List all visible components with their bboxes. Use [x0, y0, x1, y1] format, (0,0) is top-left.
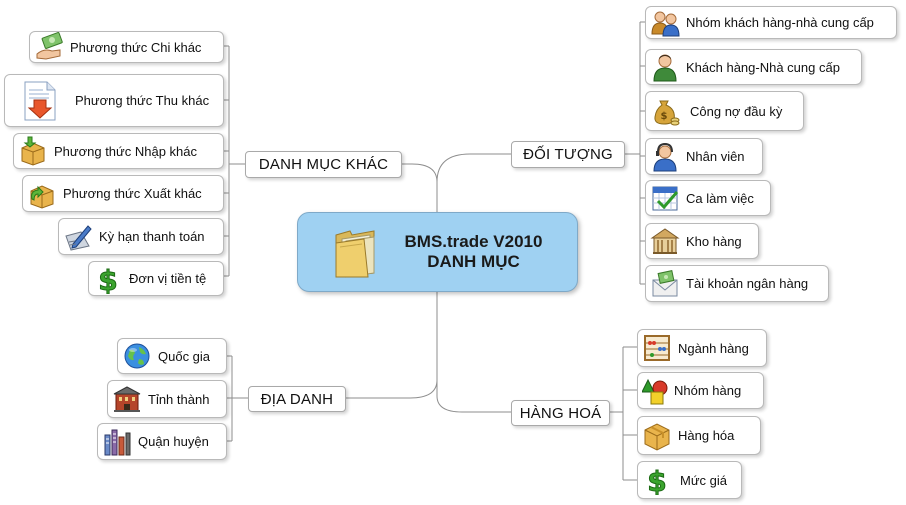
abacus-icon — [642, 333, 672, 363]
item-label: Phương thức Nhập khác — [54, 143, 198, 159]
item-muc-gia[interactable]: $ Mức giá — [637, 461, 742, 499]
item-ca-lam-viec[interactable]: Ca làm việc — [645, 180, 771, 216]
item-label: Phương thức Thu khác — [75, 93, 210, 108]
item-label: Phương thức Chi khác — [70, 39, 202, 55]
warehouse-icon — [650, 226, 680, 256]
item-tai-khoan-ngan-hang[interactable]: Tài khoản ngân hàng — [645, 265, 829, 302]
shapes-icon — [642, 376, 672, 406]
item-label: Tỉnh thành — [148, 391, 210, 407]
document-download-icon — [19, 80, 61, 122]
item-hang-hoa[interactable]: Hàng hóa — [637, 416, 761, 455]
item-label: Tài khoản ngân hàng — [686, 276, 809, 291]
user-group-icon — [650, 8, 680, 38]
item-label: Kho hàng — [686, 233, 742, 249]
item-don-vi-tien-te[interactable]: $ Đơn vị tiền tệ — [88, 261, 224, 296]
item-label: Kỳ hạn thanh toán — [99, 229, 205, 244]
item-label: Nhóm khách hàng-nhà cung cấp — [686, 15, 874, 30]
item-ky-han-thanh-toan[interactable]: Kỳ hạn thanh toán — [58, 218, 224, 255]
item-quoc-gia[interactable]: Quốc gia — [117, 338, 227, 374]
item-label: Phương thức Xuất khác — [63, 186, 202, 201]
folder-icon — [335, 230, 375, 278]
central-subtitle: DANH MỤC — [427, 252, 520, 271]
central-topic[interactable]: BMS.trade V2010 DANH MỤC — [297, 212, 578, 292]
item-label: Ca làm việc — [686, 190, 754, 206]
item-label: Công nợ đầu kỳ — [690, 103, 783, 119]
item-label: Đơn vị tiền tệ — [129, 271, 207, 286]
globe-icon — [122, 341, 152, 371]
branch-dia-danh[interactable]: ĐỊA DANH — [248, 386, 346, 412]
item-nhan-vien[interactable]: Nhân viên — [645, 138, 763, 175]
calendar-check-icon — [650, 183, 680, 213]
item-nhom-hang[interactable]: Nhóm hàng — [637, 372, 764, 409]
item-khach-hang-nha-cung-cap[interactable]: Khách hàng-Nhà cung cấp — [645, 49, 862, 85]
svg-text:$: $ — [661, 111, 668, 122]
dollar-icon: $ — [642, 465, 672, 495]
branch-hang-hoa[interactable]: HÀNG HOÁ — [511, 400, 610, 426]
bank-envelope-icon — [650, 269, 680, 299]
item-label: Khách hàng-Nhà cung cấp — [686, 59, 840, 75]
item-label: Quận huyện — [138, 434, 209, 449]
employee-headset-icon — [650, 142, 680, 172]
dollar-icon: $ — [93, 264, 123, 294]
item-phuong-thuc-xuat-khac[interactable]: Phương thức Xuất khác — [22, 175, 224, 212]
box-out-icon — [27, 179, 57, 209]
branch-doi-tuong[interactable]: ĐỐI TƯỢNG — [511, 141, 625, 168]
svg-text:$: $ — [647, 465, 666, 495]
item-quan-huyen[interactable]: Quận huyện — [97, 423, 227, 460]
item-phuong-thuc-thu-khac[interactable]: Phương thức Thu khác — [4, 74, 224, 127]
item-nhom-khach-hang-nha-cung-cap[interactable]: Nhóm khách hàng-nhà cung cấp — [645, 6, 897, 39]
item-label: Nhóm hàng — [674, 383, 742, 398]
pen-paper-icon — [63, 222, 93, 252]
district-buildings-icon — [102, 427, 132, 457]
item-phuong-thuc-nhap-khac[interactable]: Phương thức Nhập khác — [13, 133, 224, 169]
item-label: Nhân viên — [686, 149, 745, 164]
central-title: BMS.trade V2010 — [404, 232, 543, 251]
item-cong-no-dau-ky[interactable]: $ Công nợ đầu kỳ — [645, 91, 804, 131]
item-phuong-thuc-chi-khac[interactable]: Phương thức Chi khác — [29, 31, 224, 63]
svg-text:$: $ — [98, 264, 117, 294]
item-label: Quốc gia — [158, 348, 211, 364]
item-tinh-thanh[interactable]: Tỉnh thành — [107, 380, 227, 418]
item-label: Mức giá — [680, 472, 727, 488]
user-icon — [650, 52, 680, 82]
item-kho-hang[interactable]: Kho hàng — [645, 223, 759, 259]
box-icon — [642, 421, 672, 451]
money-bag-icon: $ — [650, 96, 680, 126]
item-label: Hàng hóa — [678, 428, 735, 443]
city-building-icon — [112, 384, 142, 414]
item-label: Ngành hàng — [678, 340, 749, 356]
item-nganh-hang[interactable]: Ngành hàng — [637, 329, 767, 367]
branch-danh-muc-khac[interactable]: DANH MỤC KHÁC — [245, 151, 402, 178]
box-in-icon — [18, 136, 48, 166]
money-hand-icon — [34, 32, 64, 62]
